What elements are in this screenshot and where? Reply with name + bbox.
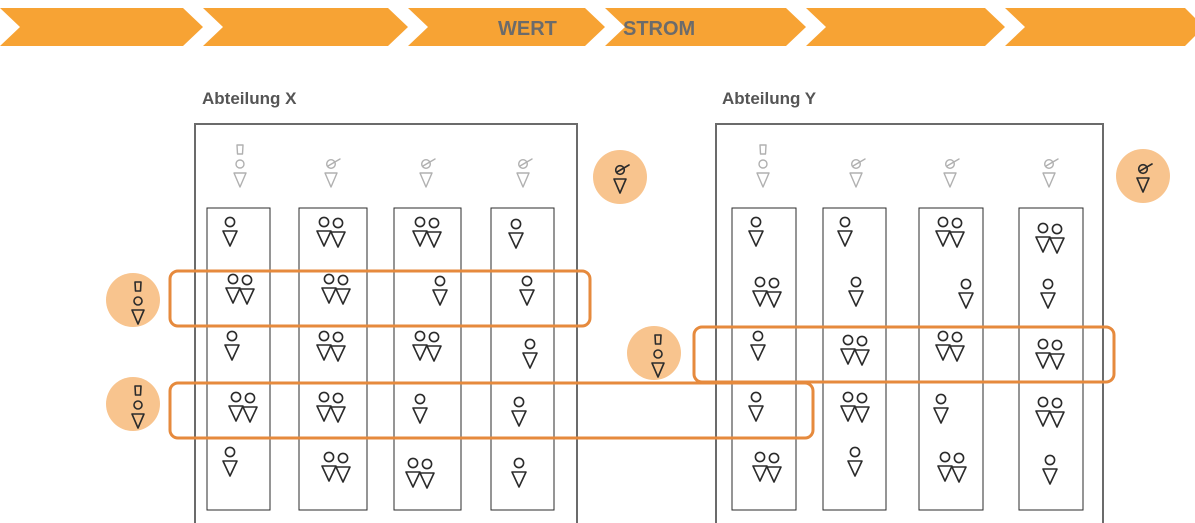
person-icon [958,278,974,309]
team-column [822,207,887,511]
cross-team-highlights [168,269,1116,440]
department-y-label: Abteilung Y [722,89,817,108]
department-x-teams [206,207,555,511]
specialist-icon [1042,158,1059,188]
person-pair-icon [841,335,869,365]
department-y-teams [731,207,1084,511]
highlight-circle [1116,149,1170,203]
person-icon [1042,454,1058,485]
person-icon [748,216,764,247]
team-column [490,207,555,511]
person-pair-icon [229,392,257,422]
person-icon [508,218,524,249]
person-pair-icon [406,458,434,488]
person-icon [412,393,428,424]
highlight-circle [593,150,647,204]
person-pair-icon [413,331,441,361]
banner-chevron [0,8,203,46]
person-pair-icon [1036,397,1064,427]
manager-icon [756,144,770,188]
department-x-label: Abteilung X [202,89,297,108]
banner-chevron [605,8,806,46]
value-stream-banner [0,8,1195,46]
person-icon [522,338,538,369]
person-pair-icon [322,274,350,304]
person-pair-icon [938,452,966,482]
person-icon [848,276,864,307]
person-pair-icon [317,392,345,422]
cross-team-group-x-y-row4 [168,381,815,440]
manager-icon [233,144,247,188]
highlight-circle [106,377,160,431]
person-icon [222,446,238,477]
banner-chevron [408,8,605,46]
specialist-icon [419,158,436,188]
specialist-icon [849,158,866,188]
person-icon [511,396,527,427]
person-icon [511,457,527,488]
person-pair-icon [1036,223,1064,253]
person-icon [933,393,949,424]
person-pair-icon [317,217,345,247]
specialist-icon [943,158,960,188]
banner-word-wert: WERT [498,18,557,40]
person-pair-icon [753,277,781,307]
department-x-leaders [233,144,533,188]
person-pair-icon [317,331,345,361]
person-icon [837,216,853,247]
team-column [918,207,984,511]
person-icon [750,330,766,361]
person-icon [748,391,764,422]
person-icon [432,275,448,306]
person-pair-icon [753,452,781,482]
person-pair-icon [936,217,964,247]
highlighted-leaders [106,149,1170,431]
team-column [206,207,271,511]
person-icon [519,275,535,306]
person-icon [224,330,240,361]
banner-chevron [1005,8,1195,46]
person-pair-icon [322,452,350,482]
person-icon [847,446,863,477]
person-pair-icon [841,392,869,422]
team-column [1018,207,1084,511]
highlight-circle [106,273,160,327]
person-pair-icon [413,217,441,247]
team-column [393,207,462,511]
cross-team-group-y-row3 [692,325,1116,384]
person-pair-icon [936,331,964,361]
person-pair-icon [1036,339,1064,369]
department-y-frame [715,123,1104,523]
team-column [298,207,368,511]
banner-chevron [203,8,408,46]
banner-chevron [806,8,1005,46]
person-icon [222,216,238,247]
banner-word-strom: STROM [623,18,695,40]
specialist-icon [324,158,341,188]
person-icon [1040,278,1056,309]
specialist-icon [516,158,533,188]
department-y-leaders [756,144,1059,188]
person-pair-icon [226,274,254,304]
cross-team-group-x-row2 [168,269,592,328]
team-column [731,207,797,511]
department-x-frame [194,123,578,523]
